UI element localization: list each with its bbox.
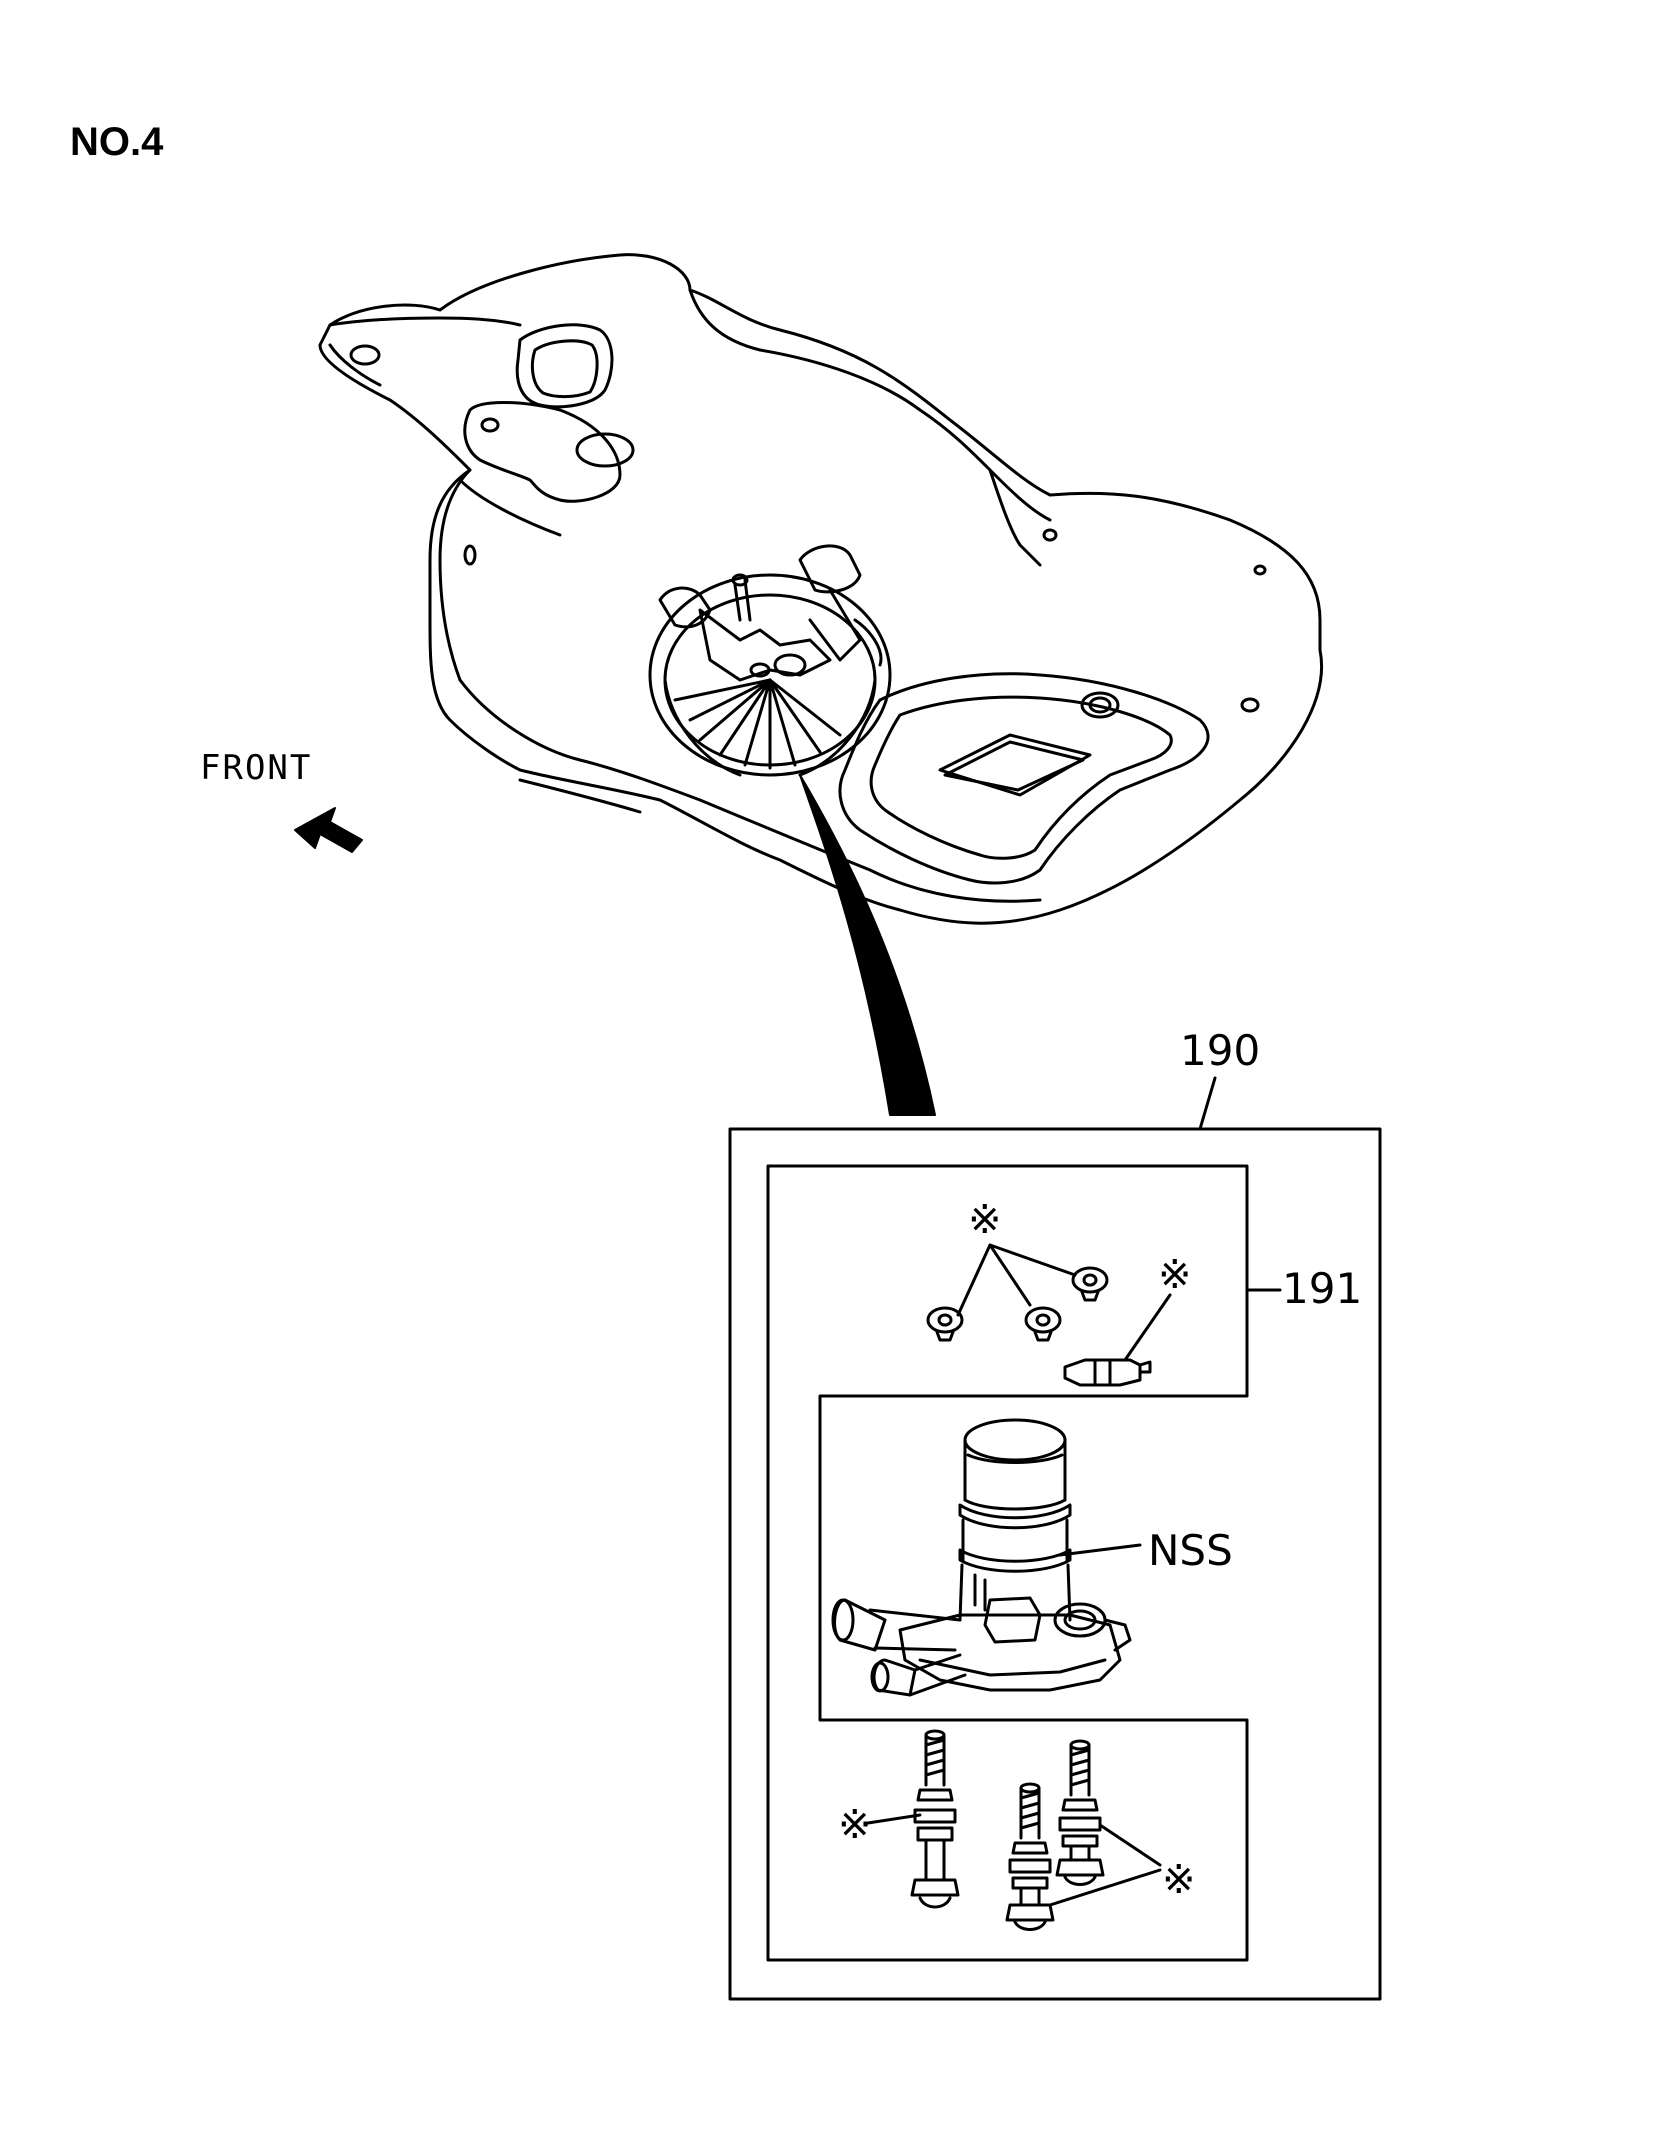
page-label: NO.4 xyxy=(70,120,164,164)
note-mark-clip: ※ xyxy=(1158,1252,1192,1298)
nut-group xyxy=(926,1243,1109,1342)
note-mark-screws-right: ※ xyxy=(1162,1857,1196,1903)
front-label: FRONT xyxy=(200,748,313,788)
callout-190: 190 xyxy=(1180,1026,1261,1075)
screw xyxy=(1005,1782,1055,1931)
callout-191: 191 xyxy=(1282,1264,1363,1313)
arrow-up-left-icon xyxy=(294,807,363,853)
screw-group xyxy=(866,1729,1162,1931)
flange-nut xyxy=(1024,1306,1062,1342)
assembly-box-190 xyxy=(728,1127,1382,2001)
tank-body xyxy=(318,253,1323,925)
callout-nss: NSS xyxy=(1148,1526,1233,1575)
flange-nut xyxy=(1071,1266,1109,1302)
screw xyxy=(910,1729,960,1909)
flange-nut xyxy=(926,1306,964,1342)
screw xyxy=(1055,1739,1105,1886)
fuel-pump-illustration xyxy=(831,1418,1142,1697)
clip-part xyxy=(1063,1293,1172,1387)
note-mark-nuts: ※ xyxy=(968,1197,1002,1243)
callout-leader-190 xyxy=(1198,1076,1217,1131)
leader-wedge xyxy=(799,774,936,1116)
kit-box-191 xyxy=(766,1164,1249,1962)
note-mark-screw-left: ※ xyxy=(838,1802,872,1848)
